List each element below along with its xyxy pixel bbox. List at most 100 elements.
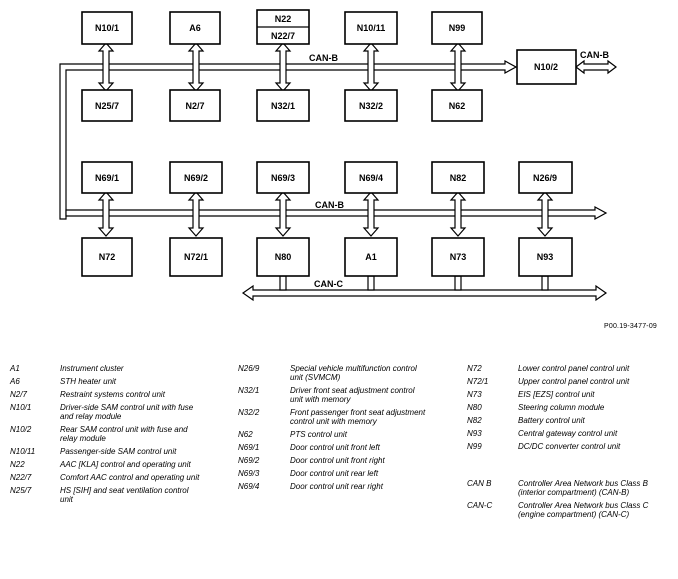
ecu-box-a1: A1 (344, 237, 398, 277)
legend-code: N99 (467, 442, 482, 451)
box-label: N80 (275, 252, 292, 262)
can-c-bus (241, 284, 608, 302)
ecu-box-n69-3: N69/3 (256, 161, 310, 194)
box-label: N69/3 (271, 173, 295, 183)
ecu-box-n2-7: N2/7 (169, 89, 221, 122)
ecu-box-n26-9: N26/9 (518, 161, 573, 194)
can-b-label-external: CAN-B (580, 50, 609, 60)
legend-description: Instrument cluster (60, 364, 124, 373)
legend-description: Controller Area Network bus Class B (int… (518, 479, 648, 497)
legend-row: N10/11 Passenger-side SAM control unit (10, 447, 200, 456)
legend-code: N73 (467, 390, 482, 399)
box-label: N26/9 (533, 173, 557, 183)
legend-row: N69/1 Door control unit front left (238, 443, 448, 452)
connector-n93 (541, 275, 549, 291)
legend-code: N80 (467, 403, 482, 412)
legend-description: Door control unit rear right (290, 482, 383, 491)
legend-description: Battery control unit (518, 416, 585, 425)
legend-description: AAC [KLA] control and operating unit (60, 460, 191, 469)
ecu-box-n10-2: N10/2 (516, 49, 577, 85)
box-label: N32/2 (359, 101, 383, 111)
legend-description: Lower control panel control unit (518, 364, 630, 373)
legend-description: Passenger-side SAM control unit (60, 447, 177, 456)
connector-n82 (449, 191, 467, 237)
legend-code: N10/1 (10, 403, 32, 412)
box-label: N69/1 (95, 173, 119, 183)
can-b-bus-upper (59, 59, 518, 220)
connector-n69-4 (362, 191, 380, 237)
legend-description: Restraint systems control unit (60, 390, 165, 399)
ecu-box-n69-4: N69/4 (344, 161, 398, 194)
legend-row: N99 DC/DC converter control unit (467, 442, 672, 451)
box-label: N22/7 (271, 31, 295, 41)
can-bus-diagram: N10/1 A6 N22 N22/7 N10/11 N99 N10/2 N25/… (59, 9, 617, 302)
legend-description: Comfort AAC control and operating unit (60, 473, 200, 482)
legend-row: CAN B Controller Area Network bus Class B… (467, 479, 672, 497)
box-label: N69/2 (184, 173, 208, 183)
can-c-label: CAN-C (314, 279, 343, 289)
middle-connectors (97, 191, 554, 237)
legend-description: STH heater unit (60, 377, 117, 386)
ecu-box-n69-2: N69/2 (169, 161, 223, 194)
ecu-box-n73: N73 (431, 237, 485, 277)
box-label: N73 (450, 252, 467, 262)
ecu-box-n32-1: N32/1 (256, 89, 310, 122)
ecu-box-n10-1: N10/1 (81, 11, 133, 45)
legend-description: Door control unit front right (290, 456, 385, 465)
box-label: A6 (189, 23, 201, 33)
can-b-label-upper: CAN-B (309, 53, 338, 63)
legend-code: CAN B (467, 479, 492, 488)
box-label: N72 (99, 252, 116, 262)
legend-code: N69/2 (238, 456, 260, 465)
legend-row: N69/2 Door control unit front right (238, 456, 448, 465)
connector-n69-1 (97, 191, 115, 237)
legend-code: N32/2 (238, 408, 260, 417)
legend-code: N72 (467, 364, 482, 373)
legend-description: Steering column module (518, 403, 605, 412)
box-label: A1 (365, 252, 377, 262)
legend-description: Controller Area Network bus Class C (eng… (518, 501, 649, 519)
ecu-box-n25-7: N25/7 (81, 89, 133, 122)
box-label: N32/1 (271, 101, 295, 111)
connector-n69-2 (187, 191, 205, 237)
legend-description: PTS control unit (290, 430, 347, 439)
legend-description: Rear SAM control unit with fuse and rela… (60, 425, 188, 443)
legend-description: Door control unit front left (290, 443, 380, 452)
box-label: N93 (537, 252, 554, 262)
box-label: N10/11 (357, 23, 386, 33)
legend-spacer (467, 455, 672, 479)
connector-a1 (367, 275, 375, 291)
legend-description: DC/DC converter control unit (518, 442, 621, 451)
legend-code: N93 (467, 429, 482, 438)
box-label: N72/1 (184, 252, 208, 262)
box-label: N62 (449, 101, 466, 111)
ecu-box-n80: N80 (256, 237, 310, 277)
legend-description: Driver front seat adjustment control uni… (290, 386, 415, 404)
ecu-box-n72: N72 (81, 237, 133, 277)
ecu-box-n72-1: N72/1 (169, 237, 223, 277)
box-label: N69/4 (359, 173, 383, 183)
legend-code: N10/11 (10, 447, 36, 456)
figure-reference: P00.19-3477-09 (604, 323, 658, 330)
box-label: N22 (275, 14, 292, 24)
legend-code: N69/1 (238, 443, 260, 452)
ecu-box-n62: N62 (431, 89, 483, 122)
legend-code: N72/1 (467, 377, 489, 386)
legend-description: Central gateway control unit (518, 429, 618, 438)
box-label: N99 (449, 23, 466, 33)
